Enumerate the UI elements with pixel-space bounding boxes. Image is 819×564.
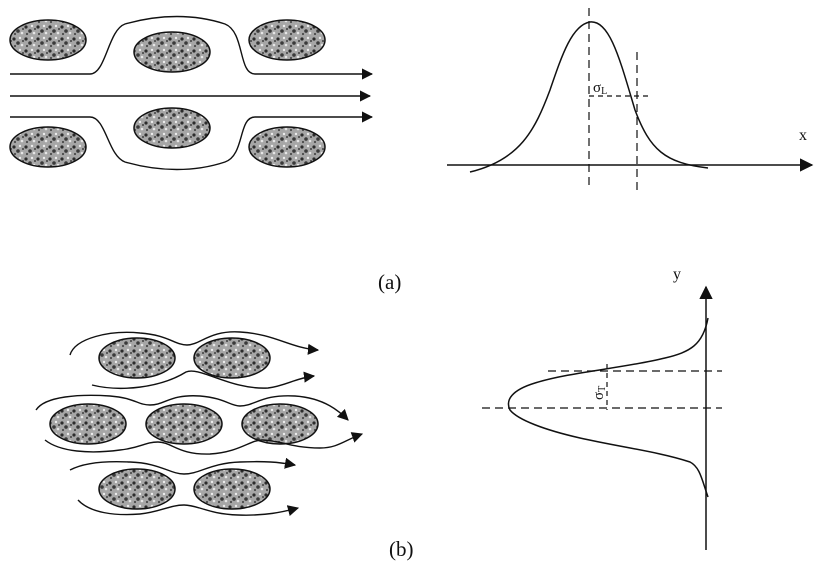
grain [193, 468, 271, 510]
x-axis-label: x [799, 127, 807, 144]
panel-b-flow-lines [35, 331, 364, 517]
y-axis-label: y [673, 266, 681, 283]
flow-line-6 [77, 499, 300, 517]
flow-line-2 [91, 370, 316, 390]
grain [248, 19, 326, 61]
caption-a: (a) [378, 270, 401, 294]
grain [98, 337, 176, 379]
panel-a-flow-lines [10, 15, 374, 171]
grain [241, 403, 319, 445]
flow-line-bottom [10, 111, 374, 171]
gaussian-curve-transverse [507, 317, 709, 498]
grain [145, 403, 223, 445]
panel-a-grains [9, 19, 326, 168]
panel-a-distribution [447, 8, 814, 192]
grain [248, 126, 326, 168]
sigma-l-label: σL [593, 80, 607, 97]
grain [49, 403, 127, 445]
grain [193, 337, 271, 379]
flow-line-3 [35, 394, 349, 421]
panel-b-grains [49, 337, 319, 510]
flow-line-1 [69, 331, 320, 356]
panel-a: σL x (a) [9, 8, 814, 294]
caption-b: (b) [389, 537, 414, 561]
grain [133, 107, 211, 149]
grain [98, 468, 176, 510]
flow-line-top [10, 15, 374, 80]
gaussian-curve-longitudinal [469, 21, 709, 173]
flow-line-5 [69, 457, 297, 475]
grain [133, 31, 211, 73]
grain [9, 19, 87, 61]
panel-b: σT y (b) [35, 266, 722, 561]
panel-b-distribution [482, 285, 722, 550]
grain [9, 126, 87, 168]
flow-line-4 [44, 432, 364, 455]
sigma-t-label: σT [591, 386, 608, 400]
